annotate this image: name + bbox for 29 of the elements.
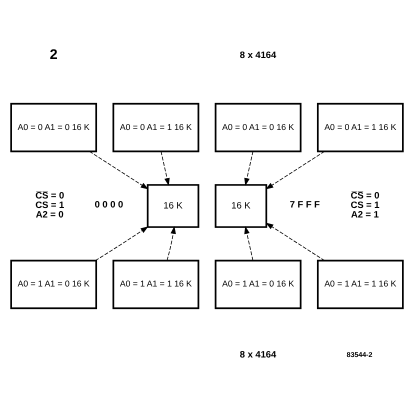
label: 2 [50,46,58,62]
node-box: A0 = 1 A1 = 1 16 K [316,260,404,310]
arrow [160,151,170,186]
node-box: A0 = 1 A1 = 0 16 K [214,260,302,310]
node-box: 16 K [214,184,268,228]
node-box: A0 = 0 A1 = 0 16 K [10,102,98,152]
arrow [244,226,254,261]
arrow [266,151,325,190]
node-box: A0 = 0 A1 = 1 16 K [316,102,404,152]
label: CS = 1 [35,200,64,210]
arrow [244,151,254,186]
label: CS = 1 [350,200,380,210]
arrow [89,151,148,190]
arrow [266,222,325,262]
label: A2 = 0 [36,209,64,220]
label: C̅S̅ = 0 [35,190,64,201]
node-box: A0 = 0 A1 = 1 16 K [112,102,200,152]
label: 8 x 4164 [240,50,276,60]
node-box: A0 = 1 A1 = 1 16 K [112,260,200,310]
node-box: 16 K [146,184,200,228]
label: 0 0 0 0 [94,200,124,210]
node-box: A0 = 1 A1 = 0 16 K [10,260,98,310]
label: A2 = 1 [350,209,379,220]
label: 8 x 4164 [240,349,276,360]
label: C̅S̅ = 0 [350,190,380,201]
label: 7 F F F [290,200,320,210]
arrow [95,226,148,261]
node-box: A0 = 0 A1 = 0 16 K [214,102,302,152]
arrow [166,226,176,261]
